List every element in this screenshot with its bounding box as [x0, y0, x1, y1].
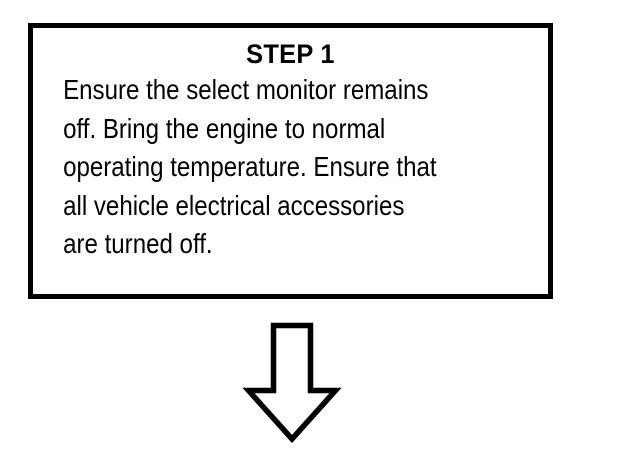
step-body-line-2: off. Bring the engine to normal [63, 112, 386, 144]
step-box: STEP 1 Ensure the select monitor remains… [28, 23, 553, 299]
arrow-down-shape [242, 322, 342, 444]
step-body-line-4: all vehicle electrical accessories [63, 189, 405, 221]
step-body-line-3: operating temperature. Ensure that [63, 151, 437, 182]
step-body-line-5: are turned off. [63, 228, 213, 259]
step-body-line-1: Ensure the select monitor remains [63, 74, 429, 105]
step-title: STEP 1 [246, 39, 335, 69]
arrow-down-outline-icon [240, 315, 346, 449]
step-body: Ensure the select monitor remains off. B… [33, 71, 476, 264]
